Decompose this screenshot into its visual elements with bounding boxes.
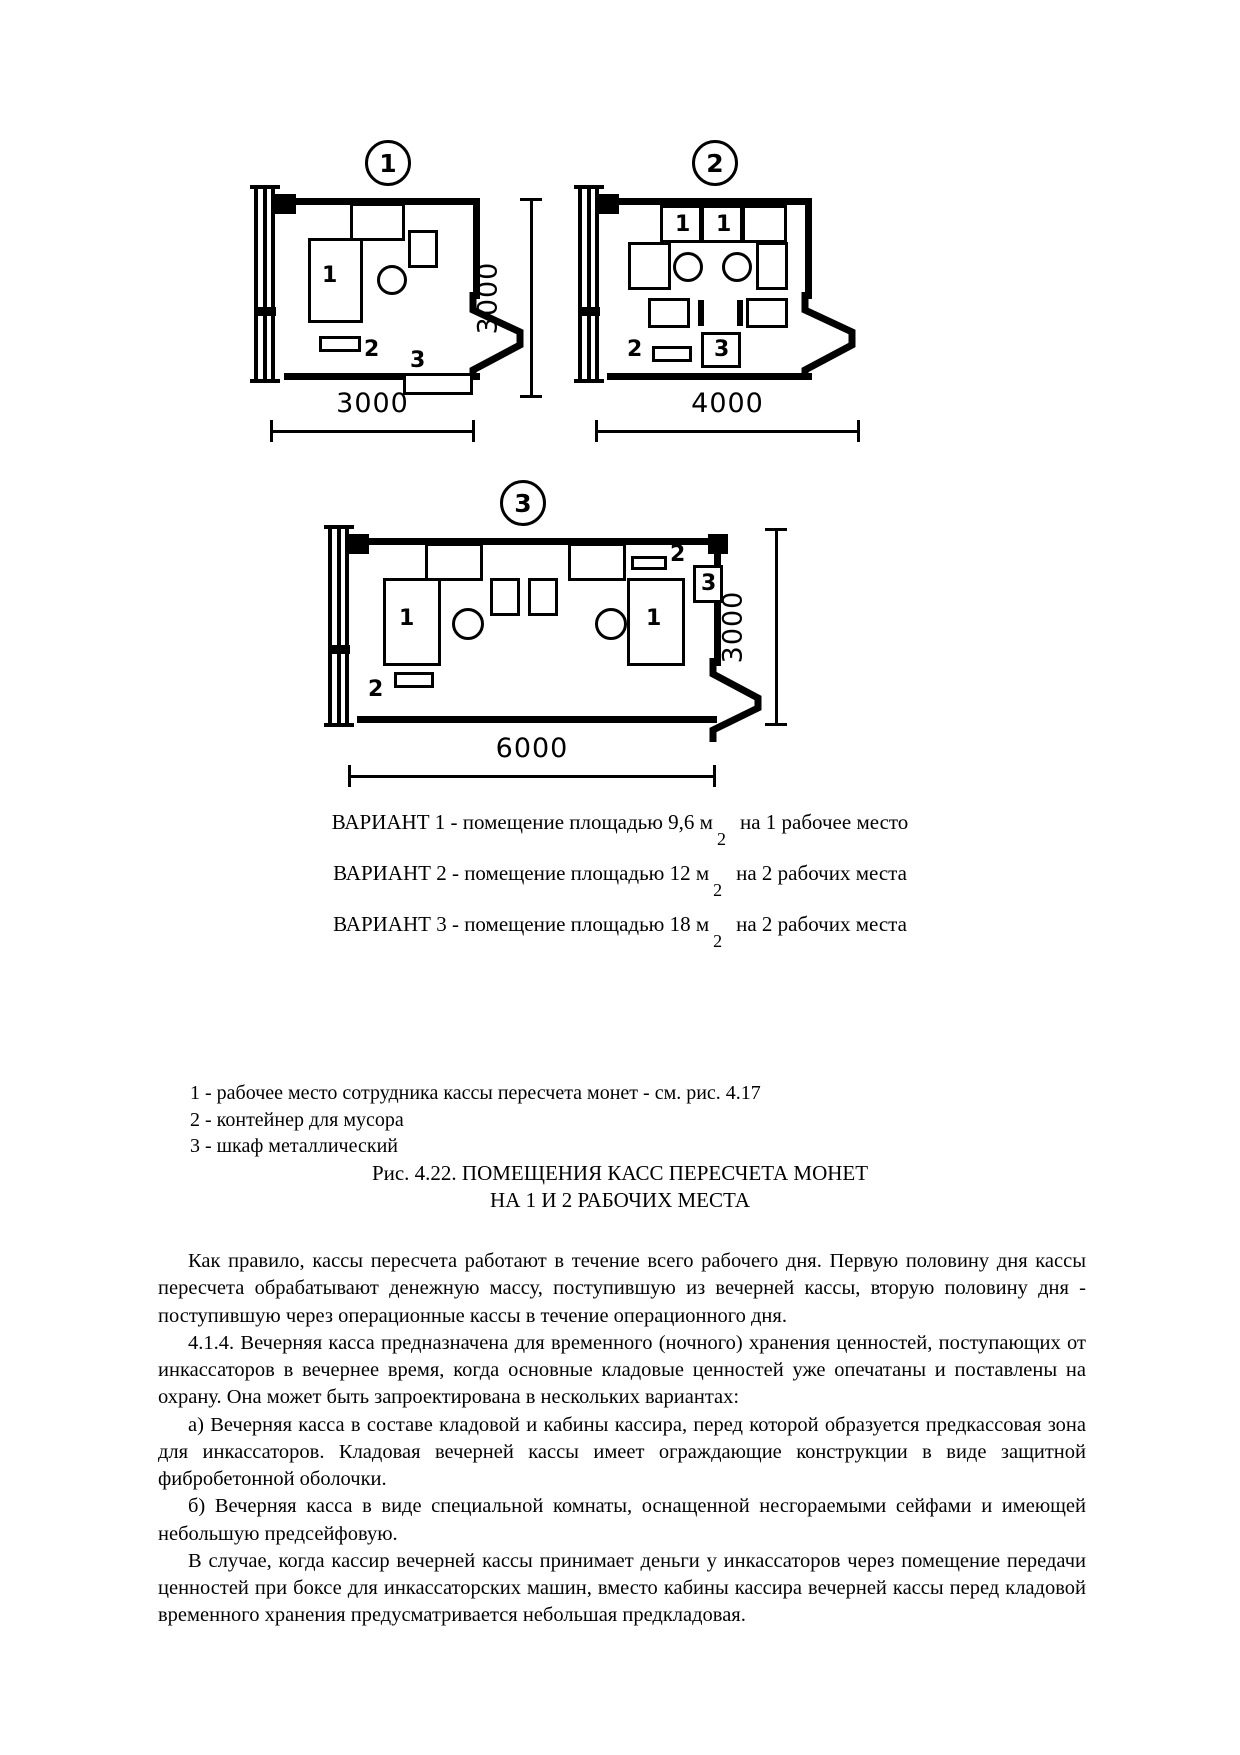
furniture-waste-container [319, 336, 361, 352]
furniture-desk-top [350, 203, 405, 241]
furniture-cabinet-b [528, 578, 558, 616]
variant-caption-3: ВАРИАНТ 3 - помещение площадью 18 м2 на 2… [0, 912, 1240, 951]
wall-top [284, 198, 480, 205]
floor-plan-variant-2: 2 1 1 [570, 130, 890, 460]
chair-2 [722, 252, 752, 282]
furniture-desk-left [648, 298, 690, 328]
item-label-2: 2 [364, 337, 380, 362]
furniture-waste-container-left [394, 672, 434, 688]
chair-1 [377, 265, 407, 295]
figure-caption: Рис. 4.22. ПОМЕЩЕНИЯ КАСС ПЕРЕСЧЕТА МОНЕ… [0, 1160, 1240, 1214]
dimension-height-label: 3000 [717, 590, 749, 664]
variant-caption-1-superscript: 2 [716, 829, 726, 849]
furniture-workstation-1a [383, 578, 441, 666]
furniture-workstation-1b [627, 578, 685, 666]
floor-plan-variant-3: 3 1 [320, 480, 762, 790]
variant-caption-1-prefix: ВАРИАНТ 1 - помещение площадью 9,6 м [331, 810, 713, 834]
furniture-metal-cabinet [693, 565, 723, 603]
chair-2 [595, 608, 627, 640]
variant-caption-1: ВАРИАНТ 1 - помещение площадью 9,6 м2 на … [0, 810, 1240, 849]
furniture-workstation-1a [660, 205, 702, 243]
structural-wall-left [574, 185, 604, 383]
plan-tag-1: 1 [365, 140, 411, 186]
paragraph-2: 4.1.4. Вечерняя касса предназначена для … [158, 1331, 1086, 1409]
furniture-cabinet-a [490, 578, 520, 616]
wall-bottom [357, 716, 717, 723]
paragraph-1: Как правило, кассы пересчета работают в … [158, 1250, 1086, 1327]
structural-wall-left [250, 185, 280, 383]
legend-item-2: 2 - контейнер для мусора [190, 1108, 404, 1131]
variant-caption-2-suffix: на 2 рабочих места [736, 861, 907, 885]
figure-legend: 1 - рабочее место сотрудника кассы перес… [190, 1080, 761, 1160]
dimension-width-plan-2: 4000 [595, 388, 860, 442]
furniture-desk-right [746, 298, 788, 328]
body-text: Как правило, кассы пересчета работают в … [158, 1248, 1086, 1630]
figure-caption-line-2: НА 1 И 2 РАБОЧИХ МЕСТА [490, 1187, 750, 1212]
item-label-1b: 1 [716, 212, 732, 237]
dimension-height-plan-3: 3000 [718, 528, 787, 726]
variant-caption-2-superscript: 2 [713, 880, 723, 900]
variant-captions: ВАРИАНТ 1 - помещение площадью 9,6 м2на … [0, 810, 1240, 963]
furniture-desk-top-left [425, 543, 483, 581]
wall-bottom [607, 373, 812, 380]
legend-item-3: 3 - шкаф металлический [190, 1135, 398, 1158]
wall-right [805, 198, 812, 299]
furniture-desk-top-right [568, 543, 626, 581]
dimension-width-label: 3000 [336, 388, 409, 419]
variant-caption-3-suffix: на 2 рабочих места [736, 912, 907, 936]
furniture-waste-container-right [631, 556, 667, 570]
item-label-3: 3 [410, 348, 426, 373]
angled-corner [469, 292, 524, 380]
variant-caption-2-prefix: ВАРИАНТ 2 - помещение площадью 12 м [333, 861, 710, 885]
item-label-1a: 1 [675, 212, 691, 237]
structural-wall-left [324, 525, 354, 727]
dimension-height-plan-1: 3000 [473, 198, 542, 398]
legend-item-1: 1 - рабочее место сотрудника кассы перес… [190, 1082, 761, 1104]
wall-right [473, 198, 480, 299]
furniture-desk-left-divider [698, 300, 704, 326]
furniture-workstation-1b [701, 205, 743, 243]
dimension-width-plan-3: 6000 [348, 733, 716, 787]
chair-1 [673, 252, 703, 282]
plan-tag-3: 3 [500, 480, 546, 526]
wall-bottom [284, 373, 480, 380]
dimension-height-label: 3000 [472, 261, 504, 335]
paragraph-5: В случае, когда кассир вечерней кассы пр… [158, 1549, 1086, 1627]
paragraph-3: а) Вечерняя касса в составе кладовой и к… [158, 1413, 1086, 1491]
furniture-counter-left [628, 242, 671, 290]
chair-1 [452, 608, 484, 640]
figure-4-22: 1 1 2 [0, 110, 1240, 800]
furniture-desk-right-divider [737, 300, 743, 326]
furniture-waste-container [652, 346, 692, 362]
paragraph-4: б) Вечерняя касса в виде специальной ком… [158, 1495, 1086, 1545]
dimension-width-plan-1: 3000 [270, 388, 475, 442]
dimension-width-label: 6000 [495, 733, 569, 764]
variant-caption-3-superscript: 2 [713, 931, 723, 951]
floor-plan-variant-1: 1 1 2 [240, 130, 540, 460]
plan-tag-2: 2 [692, 140, 738, 186]
dimension-width-label: 4000 [691, 388, 764, 419]
furniture-cabinet [408, 230, 438, 268]
angled-corner [709, 658, 762, 742]
variant-caption-3-prefix: ВАРИАНТ 3 - помещение площадью 18 м [333, 912, 710, 936]
item-label-3: 3 [714, 337, 730, 362]
item-label-2: 2 [627, 337, 643, 362]
item-label-3: 3 [701, 571, 717, 596]
variant-caption-1-suffix: на 1 рабочее место [739, 810, 909, 834]
item-label-2b: 2 [368, 677, 384, 702]
variant-caption-2: ВАРИАНТ 2 - помещение площадью 12 м2 на 2… [0, 861, 1240, 900]
wall-top [607, 198, 812, 205]
item-label-1b: 1 [646, 606, 662, 631]
item-label-1: 1 [322, 263, 338, 288]
item-label-2a: 2 [670, 542, 686, 567]
furniture-counter-right-2 [756, 242, 788, 290]
item-label-1a: 1 [399, 606, 415, 631]
furniture-metal-cabinet [701, 332, 741, 368]
furniture-counter-right [742, 205, 787, 243]
angled-corner [801, 292, 856, 380]
wall-top [357, 538, 717, 545]
figure-caption-line-1: Рис. 4.22. ПОМЕЩЕНИЯ КАСС ПЕРЕСЧЕТА МОНЕ… [371, 1161, 869, 1185]
furniture-workstation-1 [308, 238, 363, 323]
furniture-metal-cabinet [403, 373, 473, 395]
